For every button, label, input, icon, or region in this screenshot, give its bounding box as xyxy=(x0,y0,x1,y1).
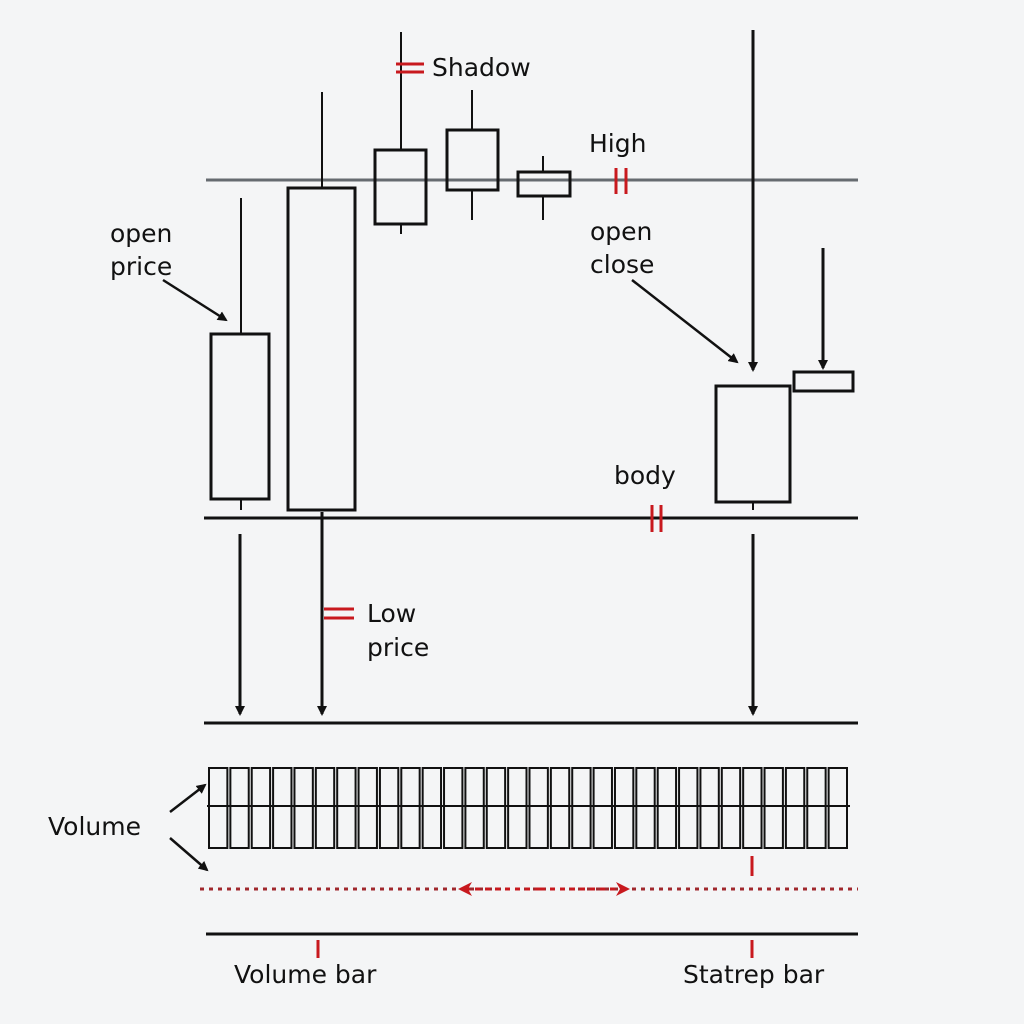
volume-bar xyxy=(421,767,443,849)
volume-bar xyxy=(549,767,571,849)
candle-7 xyxy=(792,370,855,393)
candle-1 xyxy=(209,198,271,510)
label-open-price-2: price xyxy=(110,252,172,281)
volume-bar xyxy=(464,767,485,849)
label-low-price-2: price xyxy=(367,633,429,662)
volume-bar xyxy=(272,767,293,849)
volume-bar xyxy=(314,767,336,849)
volume-bars xyxy=(208,767,849,849)
label-statrep-bar: Statrep bar xyxy=(683,960,825,989)
volume-bar xyxy=(485,767,507,849)
arrow-open-price xyxy=(162,278,228,322)
candle-4 xyxy=(445,90,500,220)
volume-bar xyxy=(784,767,806,849)
volume-bar xyxy=(742,767,763,849)
volume-bar xyxy=(528,767,549,849)
volume-bar xyxy=(357,767,378,849)
label-open-close-2: close xyxy=(590,250,654,279)
arrow-volume-down xyxy=(169,837,209,872)
volume-bar xyxy=(229,767,250,849)
volume-bar xyxy=(293,767,314,849)
volume-bar xyxy=(507,767,528,849)
label-volume: Volume xyxy=(48,812,141,841)
label-open-close-1: open xyxy=(590,217,652,246)
volume-bar xyxy=(699,767,720,849)
volume-bar xyxy=(678,767,699,849)
volume-bar xyxy=(656,767,678,849)
label-open-price-1: open xyxy=(110,219,172,248)
volume-bar xyxy=(635,767,656,849)
volume-bar xyxy=(336,767,357,849)
volume-bar xyxy=(806,767,827,849)
volume-bar xyxy=(443,767,464,849)
volume-bar xyxy=(763,767,784,849)
label-shadow: Shadow xyxy=(432,53,531,82)
arrow-volume-up xyxy=(169,783,207,813)
volume-bar xyxy=(592,767,613,849)
volume-bar xyxy=(400,767,421,849)
label-low-price-1: Low xyxy=(367,599,416,628)
candle-5 xyxy=(516,156,572,220)
volume-bar xyxy=(613,767,635,849)
volume-bar xyxy=(571,767,592,849)
candle-2 xyxy=(286,92,357,512)
volume-bar xyxy=(378,767,400,849)
volume-bar xyxy=(827,767,849,849)
label-volume-bar: Volume bar xyxy=(234,960,377,989)
volume-bar xyxy=(208,767,229,849)
volume-bar xyxy=(250,767,272,849)
label-body: body xyxy=(614,461,676,490)
candle-3 xyxy=(373,32,428,234)
arrow-open-close xyxy=(631,279,739,364)
red-marks xyxy=(316,62,754,958)
candle-6 xyxy=(714,384,792,510)
volume-bar xyxy=(720,767,742,849)
label-high: High xyxy=(589,129,646,158)
